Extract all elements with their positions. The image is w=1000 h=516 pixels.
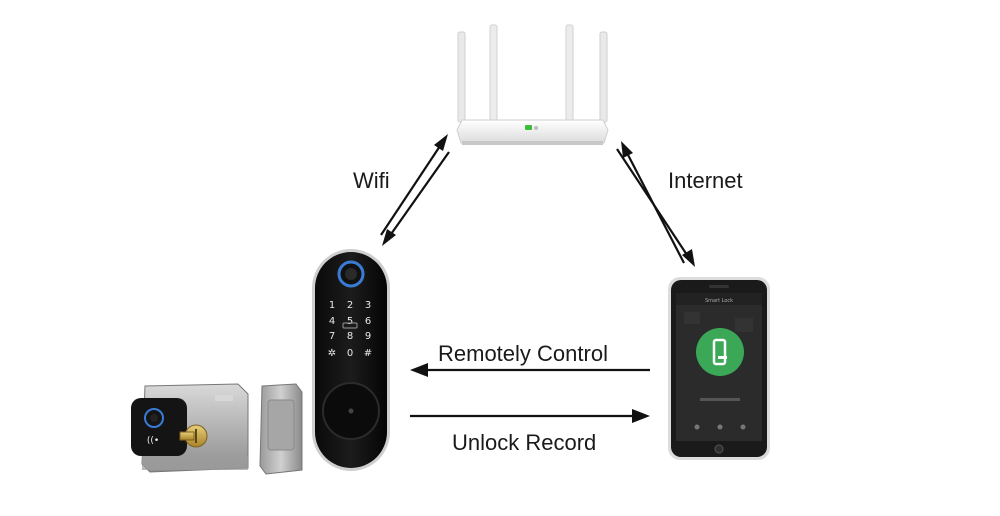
- unlock-record-label: Unlock Record: [452, 430, 596, 456]
- keypad-key: 4: [329, 316, 335, 327]
- svg-text:Smart Lock: Smart Lock: [705, 298, 733, 304]
- smart-lock-panel-icon: 1 2 3 4 5 6 7 8 9 ✲ 0 #: [312, 249, 390, 471]
- app-unlock-button: [696, 328, 744, 376]
- internet-arrow-down-icon: [617, 149, 695, 267]
- keypad-key: 0: [347, 348, 353, 359]
- keypad-key: 1: [329, 300, 335, 311]
- keypad-key: 5: [347, 316, 353, 327]
- strike-plate-icon: [260, 384, 302, 474]
- wifi-label: Wifi: [353, 168, 390, 194]
- keypad-key: 9: [365, 331, 371, 342]
- internet-label: Internet: [668, 168, 743, 194]
- unlock-record-arrow-icon: [410, 409, 650, 423]
- wifi-arrow-down-icon: [382, 152, 449, 246]
- svg-text:((•: ((•: [147, 436, 159, 446]
- smartphone-icon: Smart Lock: [668, 277, 770, 460]
- keypad-key: 2: [347, 300, 353, 311]
- keypad-key: #: [364, 348, 372, 359]
- wifi-router-icon: [457, 25, 608, 145]
- keypad-key: 6: [365, 316, 371, 327]
- router-led-icon: [525, 125, 532, 130]
- arrows: [381, 134, 695, 423]
- keypad-key: ✲: [328, 348, 336, 359]
- keypad-key: 3: [365, 300, 371, 311]
- remote-control-label: Remotely Control: [438, 341, 608, 367]
- keypad-key: 7: [329, 331, 335, 342]
- keypad-key: 8: [347, 331, 353, 342]
- wifi-arrow-up-icon: [381, 134, 448, 235]
- rim-lock-icon: ((•: [131, 384, 248, 472]
